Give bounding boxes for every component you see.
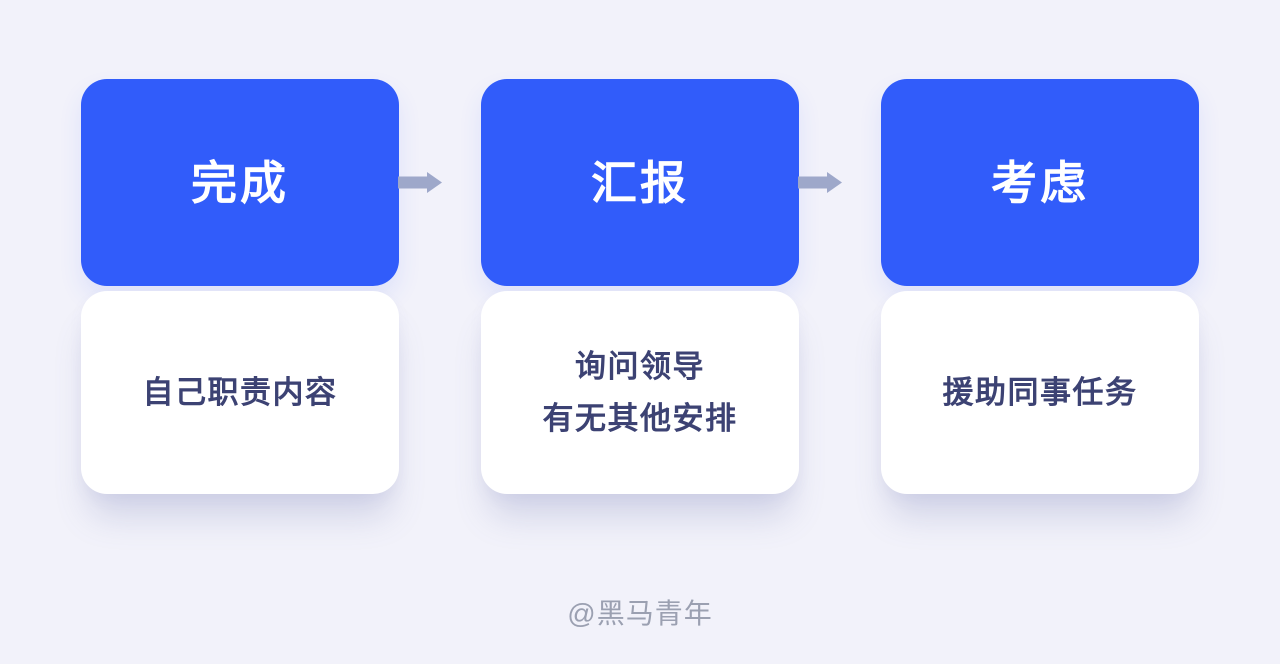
step-3-body-card: 援助同事任务	[881, 291, 1199, 494]
step-column-3: 考虑 援助同事任务	[881, 79, 1199, 494]
step-2-title: 汇报	[591, 156, 689, 209]
step-1-title: 完成	[191, 156, 289, 209]
step-3-body-text: 援助同事任务	[942, 374, 1138, 410]
step-2-body-card: 询问领导 有无其他安排	[481, 291, 799, 494]
watermark: @黑马青年	[567, 598, 713, 629]
arrow-right-icon	[798, 172, 842, 193]
step-3-title-card: 考虑	[881, 79, 1199, 286]
step-1-title-card: 完成	[81, 79, 399, 286]
step-1-body-card: 自己职责内容	[81, 291, 399, 494]
steps-row: 完成 自己职责内容 汇报 询问领导 有无其他安排 考虑 援助同事任务	[81, 79, 1199, 494]
arrow-right-icon	[398, 172, 442, 193]
step-1-body-text: 自己职责内容	[142, 374, 338, 410]
step-column-1: 完成 自己职责内容	[81, 79, 399, 494]
step-3-title: 考虑	[991, 156, 1089, 209]
step-2-body-text: 询问领导 有无其他安排	[542, 349, 738, 436]
step-2-title-card: 汇报	[481, 79, 799, 286]
step-column-2: 汇报 询问领导 有无其他安排	[481, 79, 799, 494]
